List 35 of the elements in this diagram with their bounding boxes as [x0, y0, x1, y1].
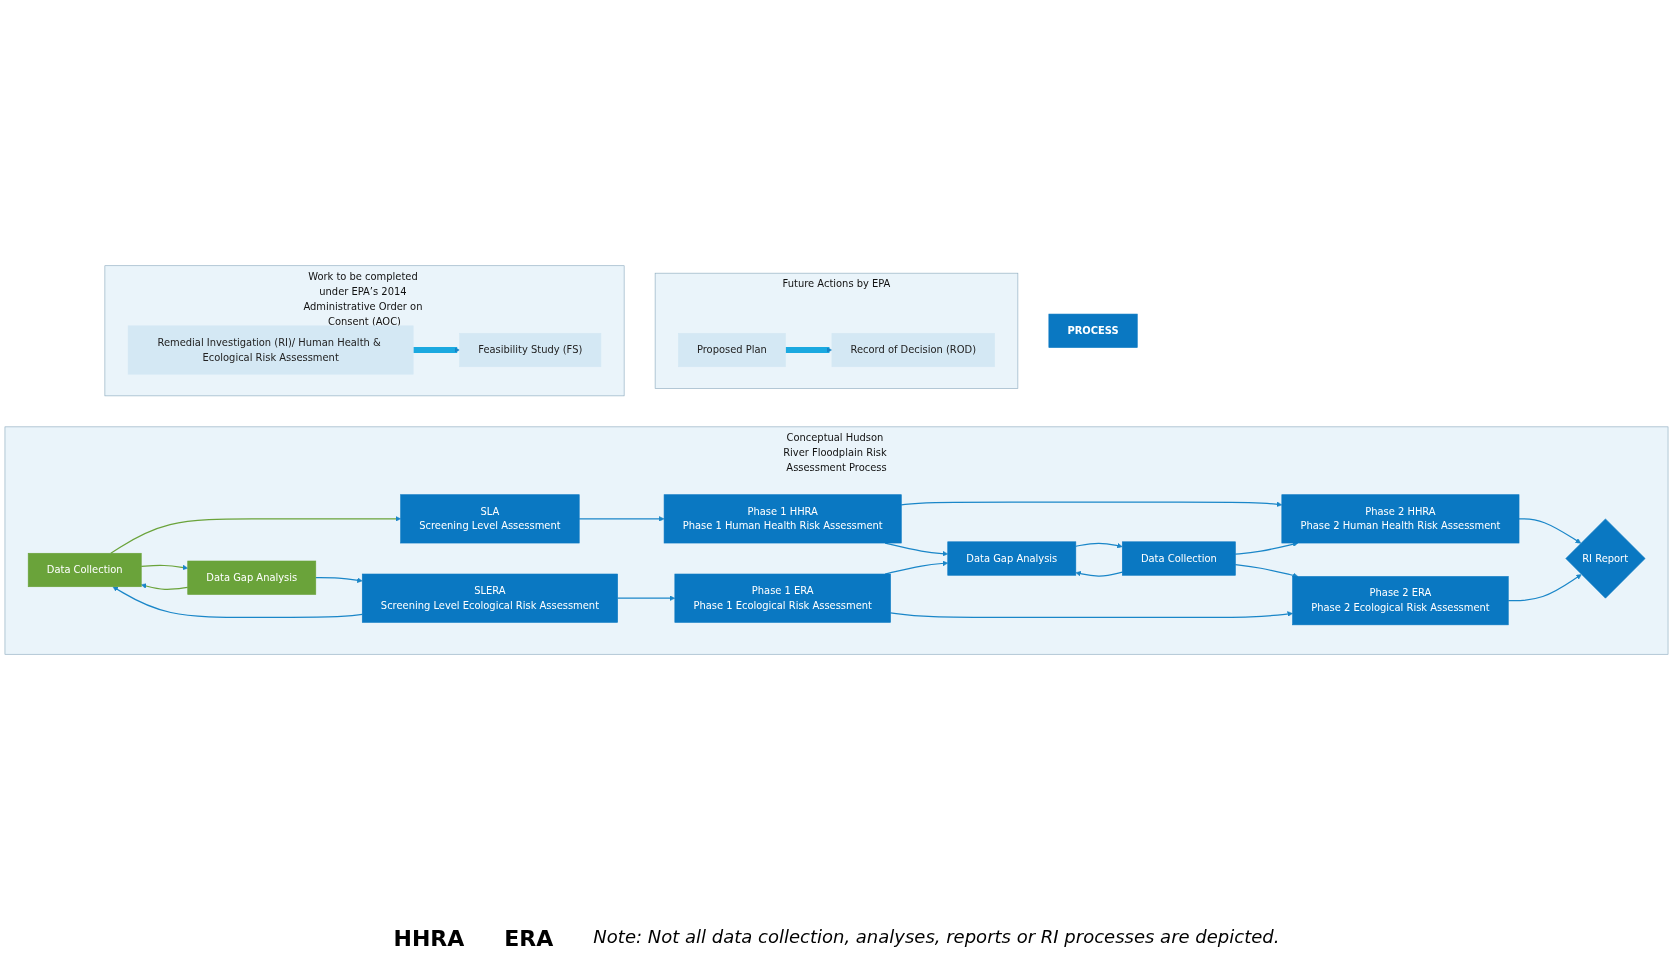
arrow	[1507, 574, 1582, 602]
arrow	[889, 611, 1293, 618]
arrow	[1075, 542, 1123, 549]
arrow	[578, 516, 665, 522]
arrow	[1518, 518, 1582, 544]
node-box: Phase 2 HHRA Phase 2 Human Health Risk Assessment	[1281, 494, 1520, 544]
node-diamond: RI Report	[1565, 518, 1646, 599]
node-box: Phase 2 ERA Phase 2 Ecological Risk Assessment	[1292, 576, 1509, 626]
node-box: Data Gap Analysis	[187, 560, 317, 595]
arrow	[140, 564, 188, 571]
arrow	[110, 516, 401, 554]
node-box: Phase 1 HHRA Phase 1 Human Health Risk Assessment	[663, 494, 902, 544]
arrow	[1234, 564, 1299, 578]
arrow	[900, 501, 1283, 507]
node-box: Feasibility Study (FS)	[459, 332, 602, 368]
arrow	[141, 583, 189, 590]
node-box: SLA Screening Level Assessment	[400, 494, 580, 544]
node-box: Data Gap Analysis	[947, 541, 1077, 576]
arrow	[112, 586, 363, 618]
row-label: HHRA	[393, 926, 465, 951]
arrow	[1075, 571, 1123, 577]
node-box: Proposed Plan	[678, 332, 786, 368]
node-box: Remedial Investigation (RI)/ Human Health & Ecological Risk Assessment	[127, 325, 414, 375]
arrow	[785, 346, 833, 354]
arrow	[315, 577, 363, 583]
arrow	[617, 595, 676, 601]
note-text: Note: Not all data collection, analyses, reports or RI processes are depicted.	[593, 926, 1280, 949]
row-label: ERA	[504, 926, 554, 951]
arrow	[413, 346, 460, 354]
node-box: PROCESS	[1048, 313, 1138, 348]
node-box: Data Collection	[1122, 541, 1236, 576]
node-box: SLERA Screening Level Ecological Risk Assessment	[361, 573, 618, 623]
node-box: Data Collection	[27, 552, 142, 588]
node-box: Phase 1 ERA Phase 1 Ecological Risk Assessment	[674, 573, 891, 623]
node-box: Record of Decision (ROD)	[831, 332, 995, 368]
